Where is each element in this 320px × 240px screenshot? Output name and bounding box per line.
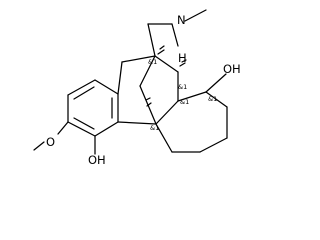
oxygen-label: O xyxy=(46,135,55,149)
hydrogen-label: H xyxy=(178,51,187,65)
nitrogen-label: N xyxy=(177,13,186,27)
aromatic-ring xyxy=(67,79,119,137)
hydroxyl-label-bottom: OH xyxy=(88,153,106,167)
carbon-framework xyxy=(117,55,228,153)
stereo-hash-bonds xyxy=(145,45,187,107)
hydroxyl-label-right: OH xyxy=(223,62,241,76)
stereo-label-c6: &1 xyxy=(208,95,217,103)
stereo-label-c9: &1 xyxy=(148,58,157,66)
stereo-label-c13: &1 xyxy=(180,98,189,106)
alcohol-bond xyxy=(205,73,227,93)
amine-bridge xyxy=(147,9,207,57)
stereo-label-c12: &1 xyxy=(150,124,159,132)
methoxy-group xyxy=(33,121,69,151)
molecule-structure: N H OH OH O &1 &1 &1 &1 &1 xyxy=(33,9,241,167)
stereo-label-c14: &1 xyxy=(178,83,187,91)
